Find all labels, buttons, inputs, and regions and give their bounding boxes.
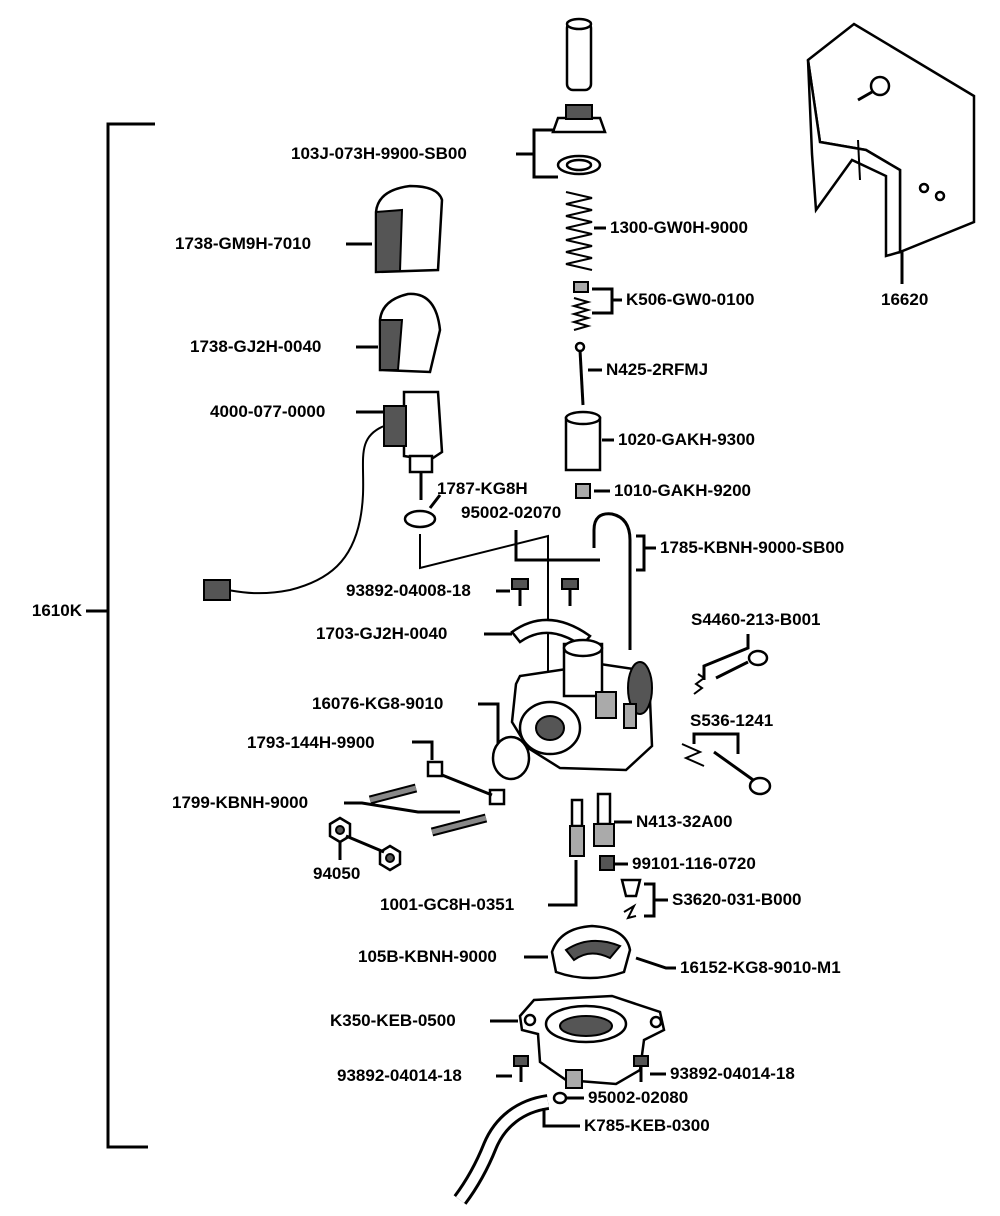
label-main-jet-holder: N413-32A00 xyxy=(636,812,733,831)
label-oring-small: 1787-KG8H xyxy=(437,479,528,498)
tube-set-bracket xyxy=(636,534,646,572)
needle-part xyxy=(574,341,586,406)
fuel-tube-part xyxy=(592,512,632,650)
label-tube-set: 1785-KBNH-9000-SB00 xyxy=(660,538,845,557)
screw-set-a-part xyxy=(693,649,769,695)
carburetor-body-part xyxy=(510,638,654,772)
label-cover-large: 1738-GM9H-7010 xyxy=(175,234,312,253)
studs-leader xyxy=(344,801,460,814)
nut-part xyxy=(328,816,402,872)
label-nut: 94050 xyxy=(313,864,361,883)
slow-jet-part xyxy=(569,798,585,857)
washer-part xyxy=(426,760,506,806)
drain-tube-part xyxy=(453,1091,568,1205)
main-jet-part xyxy=(599,855,615,871)
label-nozzle: 1010-GAKH-9200 xyxy=(614,481,752,500)
small-cover-part xyxy=(378,292,442,374)
label-float-bowl: K350-KEB-0500 xyxy=(330,1011,456,1030)
label-clip-set: K506-GW0-0100 xyxy=(626,290,755,309)
washer-link xyxy=(441,773,493,797)
label-needle: N425-2RFMJ xyxy=(606,360,709,379)
bowl-screw-left-part xyxy=(513,1055,529,1082)
label-drain-clip: 95002-02080 xyxy=(588,1088,689,1107)
float-part xyxy=(550,924,632,980)
spring-part xyxy=(565,191,593,271)
large-cover-part xyxy=(374,184,444,274)
label-float: 105B-KBNH-9000 xyxy=(358,947,497,966)
label-float-pin: 16152-KG8-9010-M1 xyxy=(680,958,841,977)
clip-set-bracket xyxy=(592,287,614,315)
body-gasket-part xyxy=(491,735,531,781)
slow-jet-leader xyxy=(548,860,578,907)
label-cap-set: 103J-073H-9900-SB00 xyxy=(291,144,467,163)
body-gasket-leader xyxy=(478,702,500,744)
nozzle-part xyxy=(575,483,591,499)
autochoke-part xyxy=(203,390,444,601)
float-pin-part xyxy=(635,956,676,970)
piston-part xyxy=(564,410,602,472)
oring-leader xyxy=(428,494,442,509)
label-bracket: 16620 xyxy=(881,290,929,309)
screw-set-b-leader xyxy=(692,732,740,754)
nut-link xyxy=(345,834,385,854)
mounting-bracket-part xyxy=(806,22,976,258)
main-jet-holder-part xyxy=(593,792,615,847)
label-washer: 1793-144H-9900 xyxy=(247,733,375,752)
studs-part xyxy=(368,783,488,837)
label-autochoke: 4000-077-0000 xyxy=(210,402,326,421)
label-screw-set-b: S536-1241 xyxy=(690,711,774,730)
label-slow-jet: 1001-GC8H-0351 xyxy=(380,895,515,914)
float-bowl-part xyxy=(518,994,666,1089)
label-bowl-screw-left: 93892-04014-18 xyxy=(337,1066,462,1085)
float-valve-part xyxy=(620,878,642,920)
float-valve-bracket xyxy=(644,882,656,918)
label-cover-small: 1738-GJ2H-0040 xyxy=(190,337,322,356)
assembly-bracket xyxy=(86,122,155,1149)
label-spring: 1300-GW0H-9000 xyxy=(610,218,748,237)
bowl-screw-right-part xyxy=(633,1055,649,1082)
label-piston: 1020-GAKH-9300 xyxy=(618,430,756,449)
top-tube-part xyxy=(565,17,593,92)
label-plate: 1703-GJ2H-0040 xyxy=(316,624,448,643)
washer-leader xyxy=(412,740,434,760)
label-main-jet: 99101-116-0720 xyxy=(632,854,756,873)
top-screws-part xyxy=(511,578,579,606)
label-screw-set-a: S4460-213-B001 xyxy=(691,610,821,629)
oring-guide xyxy=(419,534,549,680)
clip-part xyxy=(570,281,592,331)
label-screws-top: 93892-04008-18 xyxy=(346,581,471,600)
drain-tube-leader xyxy=(542,1108,580,1128)
label-tube-clip: 95002-02070 xyxy=(461,503,562,522)
label-studs: 1799-KBNH-9000 xyxy=(172,793,309,812)
label-body-gasket: 16076-KG8-9010 xyxy=(312,694,444,713)
label-bowl-screw-right: 93892-04014-18 xyxy=(670,1064,795,1083)
oring-part xyxy=(403,509,437,529)
screw-set-b-part xyxy=(681,743,772,796)
label-float-valve: S3620-031-B000 xyxy=(672,890,802,909)
cap-part xyxy=(551,104,607,176)
assembly-label: 1610K xyxy=(31,601,82,620)
cap-set-bracket xyxy=(532,128,558,179)
label-drain-tube: K785-KEB-0300 xyxy=(584,1116,710,1135)
screw-set-a-leader xyxy=(702,634,750,680)
tube-clip-leader xyxy=(514,530,600,562)
